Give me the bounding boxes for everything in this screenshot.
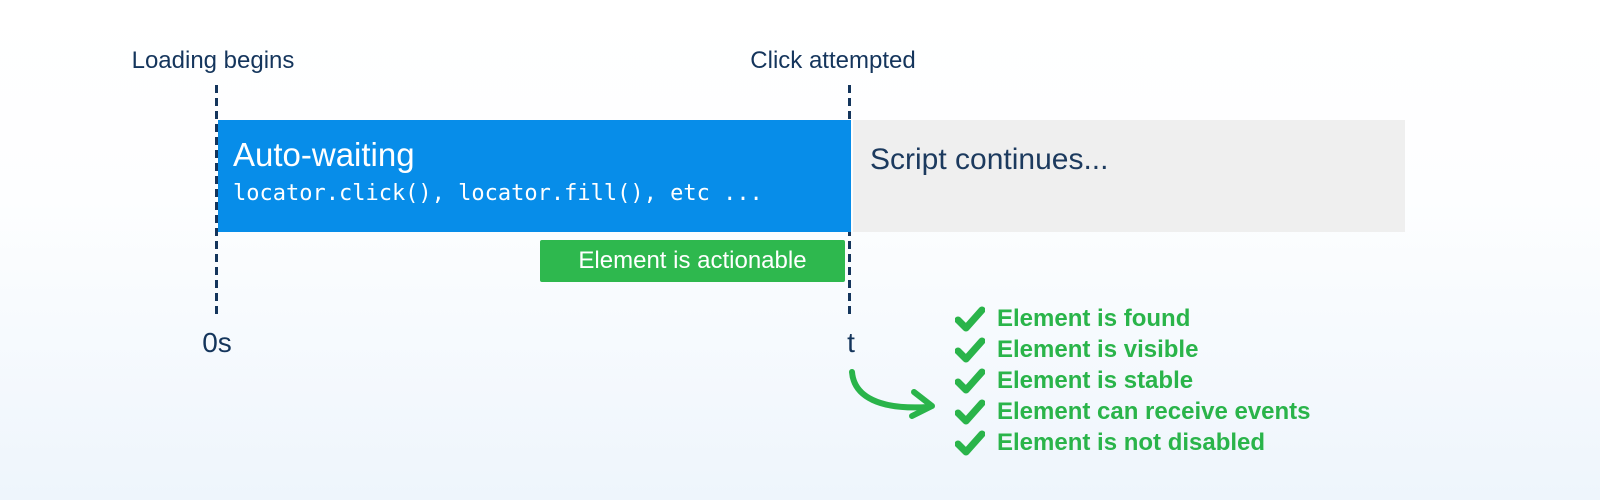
time-t-label: t [847,327,855,358]
auto-waiting-title: Auto-waiting [233,136,415,173]
list-item: Element is stable [955,365,1311,396]
curved-arrow-icon [849,369,935,419]
script-continues-title: Script continues... [870,143,1109,176]
loading-begins-label: Loading begins [131,47,295,74]
element-actionable-badge: Element is actionable [540,240,845,282]
checklist-item-label: Element can receive events [997,397,1311,425]
element-actionable-label: Element is actionable [578,247,807,274]
timeline-start-dotted-line [215,85,218,318]
checklist-item-label: Element is visible [997,335,1199,363]
script-continues-bar: Script continues... [853,120,1405,232]
checkmark-icon [955,337,985,362]
auto-waiting-code: locator.click(), locator.fill(), etc ... [233,181,763,206]
list-item: Element is visible [955,334,1311,365]
checklist-item-label: Element is not disabled [997,428,1266,456]
checkmark-icon [955,399,985,424]
time-zero-label: 0s [202,327,232,358]
list-item: Element is not disabled [955,427,1311,458]
list-item: Element can receive events [955,396,1311,427]
click-attempted-label: Click attempted [750,47,916,74]
actionability-checklist: Element is found Element is visible Elem… [955,303,1311,458]
checkmark-icon [955,430,985,455]
checkmark-icon [955,306,985,331]
list-item: Element is found [955,303,1311,334]
checklist-item-label: Element is found [997,304,1191,332]
checklist-item-label: Element is stable [997,366,1194,394]
auto-waiting-bar: Auto-waiting locator.click(), locator.fi… [218,120,851,232]
checkmark-icon [955,368,985,393]
